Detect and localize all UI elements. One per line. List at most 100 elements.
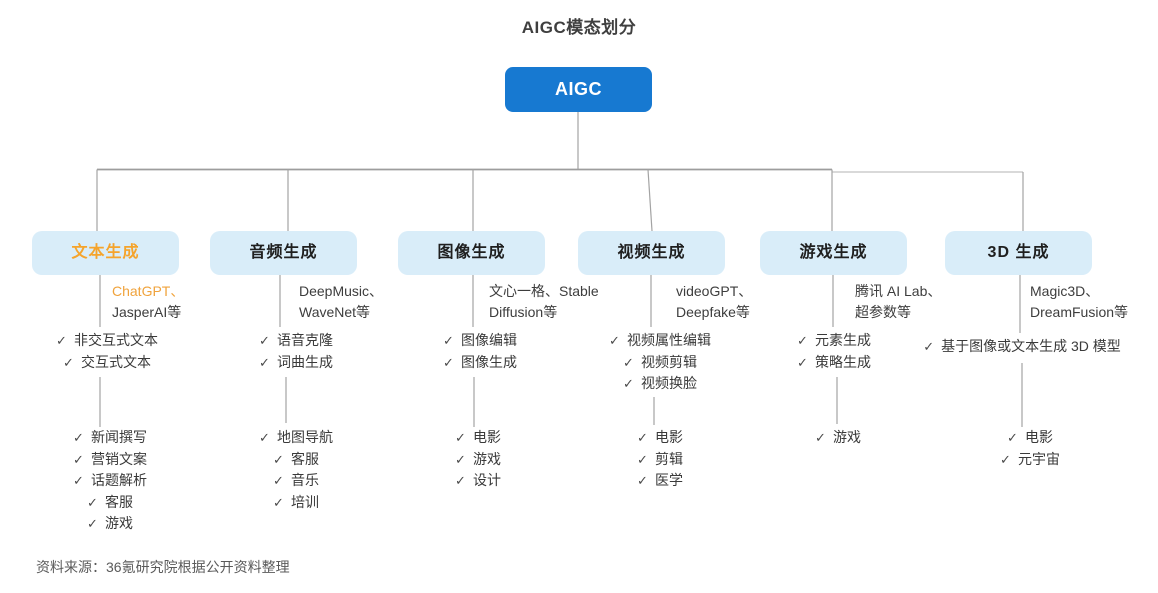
check-icon: ✓ bbox=[443, 333, 454, 348]
check-icon: ✓ bbox=[273, 451, 284, 467]
application-label: 地图导航 bbox=[276, 429, 333, 445]
page-title: AIGC模态划分 bbox=[521, 18, 637, 37]
source-note: 资料来源：36氪研究院根据公开资料整理 bbox=[36, 559, 290, 575]
check-icon: ✓ bbox=[455, 451, 466, 467]
application-item: ✓ 游戏 bbox=[455, 449, 501, 471]
application-label: 客服 bbox=[290, 450, 319, 467]
feature-label: 策略生成 bbox=[814, 353, 871, 370]
application-item: ✓ 营销文案 bbox=[73, 449, 147, 471]
feature-label: 元素生成 bbox=[814, 332, 871, 348]
feature-label: 视频剪辑 bbox=[640, 353, 697, 370]
feature-item: ✓图像生成 bbox=[443, 352, 517, 374]
branch-examples: ChatGPT、 JasperAI等 bbox=[112, 281, 184, 323]
check-icon: ✓ bbox=[797, 354, 808, 370]
feature-label: 词曲生成 bbox=[276, 353, 333, 370]
example-line: WaveNet等 bbox=[299, 304, 371, 320]
check-icon: ✓ bbox=[637, 451, 648, 467]
example-line: videoGPT、 bbox=[676, 283, 753, 299]
application-item: ✓ 地图导航 bbox=[259, 427, 333, 449]
example-line: Deepfake等 bbox=[676, 304, 750, 320]
example-line: JasperAI等 bbox=[112, 304, 182, 320]
branch-node: 音频生成 bbox=[210, 231, 357, 275]
application-item: ✓ 医学 bbox=[637, 470, 683, 492]
application-label: 营销文案 bbox=[90, 450, 147, 467]
feature-list: ✓ 图像编辑 ✓图像生成 bbox=[443, 330, 517, 373]
application-label: 游戏 bbox=[104, 515, 133, 531]
check-icon: ✓ bbox=[637, 473, 648, 488]
application-item: ✓ 电影 bbox=[637, 427, 683, 449]
check-icon: ✓ bbox=[1000, 451, 1011, 467]
example-line: DeepMusic、 bbox=[299, 283, 384, 299]
check-icon: ✓ bbox=[273, 494, 284, 510]
feature-label: 语音克隆 bbox=[276, 332, 333, 348]
application-label: 电影 bbox=[472, 429, 501, 445]
application-label: 游戏 bbox=[472, 450, 501, 467]
application-label: 培训 bbox=[290, 493, 319, 510]
check-icon: ✓ bbox=[923, 339, 935, 354]
application-item: ✓ 剪辑 bbox=[637, 449, 683, 471]
application-item: ✓游戏 bbox=[815, 427, 861, 449]
example-line: DreamFusion等 bbox=[1030, 304, 1129, 320]
feature-item: ✓ 词曲生成 bbox=[259, 352, 333, 374]
feature-list: ✓ 元素生成 ✓ 策略生成 bbox=[797, 330, 871, 373]
application-label: 客服 bbox=[104, 493, 133, 510]
feature-item: ✓交互式文本 bbox=[63, 352, 151, 374]
application-list: ✓ 电影 ✓ 游戏 ✓设计 bbox=[455, 427, 501, 492]
check-icon: ✓ bbox=[797, 333, 808, 348]
feature-list: ✓视频属性编辑 ✓视频剪辑 ✓视频换脸 bbox=[609, 330, 711, 395]
feature-item: ✓ 元素生成 bbox=[797, 330, 871, 352]
application-item: ✓ 培训 bbox=[273, 492, 319, 514]
check-icon: ✓ bbox=[259, 354, 270, 370]
check-icon: ✓ bbox=[63, 354, 74, 370]
check-icon: ✓ bbox=[455, 430, 466, 445]
application-label: 电影 bbox=[1024, 429, 1053, 445]
application-item: ✓设计 bbox=[455, 470, 501, 492]
feature-label: 基于图像或文本生成 3D 模型 bbox=[941, 338, 1121, 354]
branch-examples: DeepMusic、 WaveNet等 bbox=[299, 281, 383, 323]
feature-label: 非交互式文本 bbox=[73, 332, 158, 348]
application-label: 新闻撰写 bbox=[90, 429, 147, 445]
application-list: ✓ 地图导航 ✓ 客服 ✓ 音乐 ✓ 培训 bbox=[259, 427, 333, 513]
feature-item: ✓ 非交互式文本 bbox=[56, 330, 158, 352]
application-label: 电影 bbox=[654, 429, 683, 445]
feature-label: 图像生成 bbox=[460, 353, 517, 370]
branch-node: 游戏生成 bbox=[760, 231, 907, 275]
check-icon: ✓ bbox=[87, 516, 98, 531]
example-line: ChatGPT、 bbox=[112, 283, 185, 299]
feature-item: ✓ 基于图像或文本生成 3D 模型 bbox=[923, 336, 1121, 358]
application-item: ✓新闻撰写 bbox=[73, 427, 147, 449]
check-icon: ✓ bbox=[73, 473, 84, 488]
root-node-aigc: AIGC bbox=[505, 67, 652, 112]
application-list: ✓电影 ✓ 元宇宙 bbox=[1000, 427, 1060, 470]
feature-item: ✓ 策略生成 bbox=[797, 352, 871, 374]
example-line: 腾讯 AI Lab、 bbox=[855, 283, 942, 299]
branch-node: 文本生成 bbox=[32, 231, 179, 275]
check-icon: ✓ bbox=[637, 430, 648, 445]
feature-label: 图像编辑 bbox=[460, 332, 517, 348]
application-label: 医学 bbox=[654, 472, 683, 488]
feature-list: ✓ 基于图像或文本生成 3D 模型 bbox=[923, 336, 1121, 358]
feature-label: 视频属性编辑 bbox=[626, 332, 711, 348]
branch-examples: videoGPT、 Deepfake等 bbox=[676, 281, 752, 323]
application-label: 音乐 bbox=[290, 472, 319, 488]
branch-node: 3D 生成 bbox=[945, 231, 1092, 275]
check-icon: ✓ bbox=[259, 430, 270, 445]
feature-item: ✓ 图像编辑 bbox=[443, 330, 517, 352]
application-item: ✓话题解析 bbox=[73, 470, 147, 492]
check-icon: ✓ bbox=[73, 451, 84, 467]
branch-node: 图像生成 bbox=[398, 231, 545, 275]
branch-examples: 文心一格、Stable Diffusion等 bbox=[489, 281, 599, 323]
check-icon: ✓ bbox=[56, 333, 67, 348]
check-icon: ✓ bbox=[87, 494, 98, 510]
application-item: ✓电影 bbox=[1007, 427, 1053, 449]
application-label: 剪辑 bbox=[654, 450, 683, 467]
application-item: ✓ 电影 bbox=[455, 427, 501, 449]
feature-item: ✓语音克隆 bbox=[259, 330, 333, 352]
application-label: 游戏 bbox=[832, 429, 861, 445]
application-label: 设计 bbox=[472, 472, 501, 488]
check-icon: ✓ bbox=[609, 333, 620, 348]
application-label: 元宇宙 bbox=[1017, 450, 1060, 467]
example-line: 超参数等 bbox=[855, 304, 911, 320]
feature-list: ✓ 非交互式文本 ✓交互式文本 bbox=[56, 330, 158, 373]
